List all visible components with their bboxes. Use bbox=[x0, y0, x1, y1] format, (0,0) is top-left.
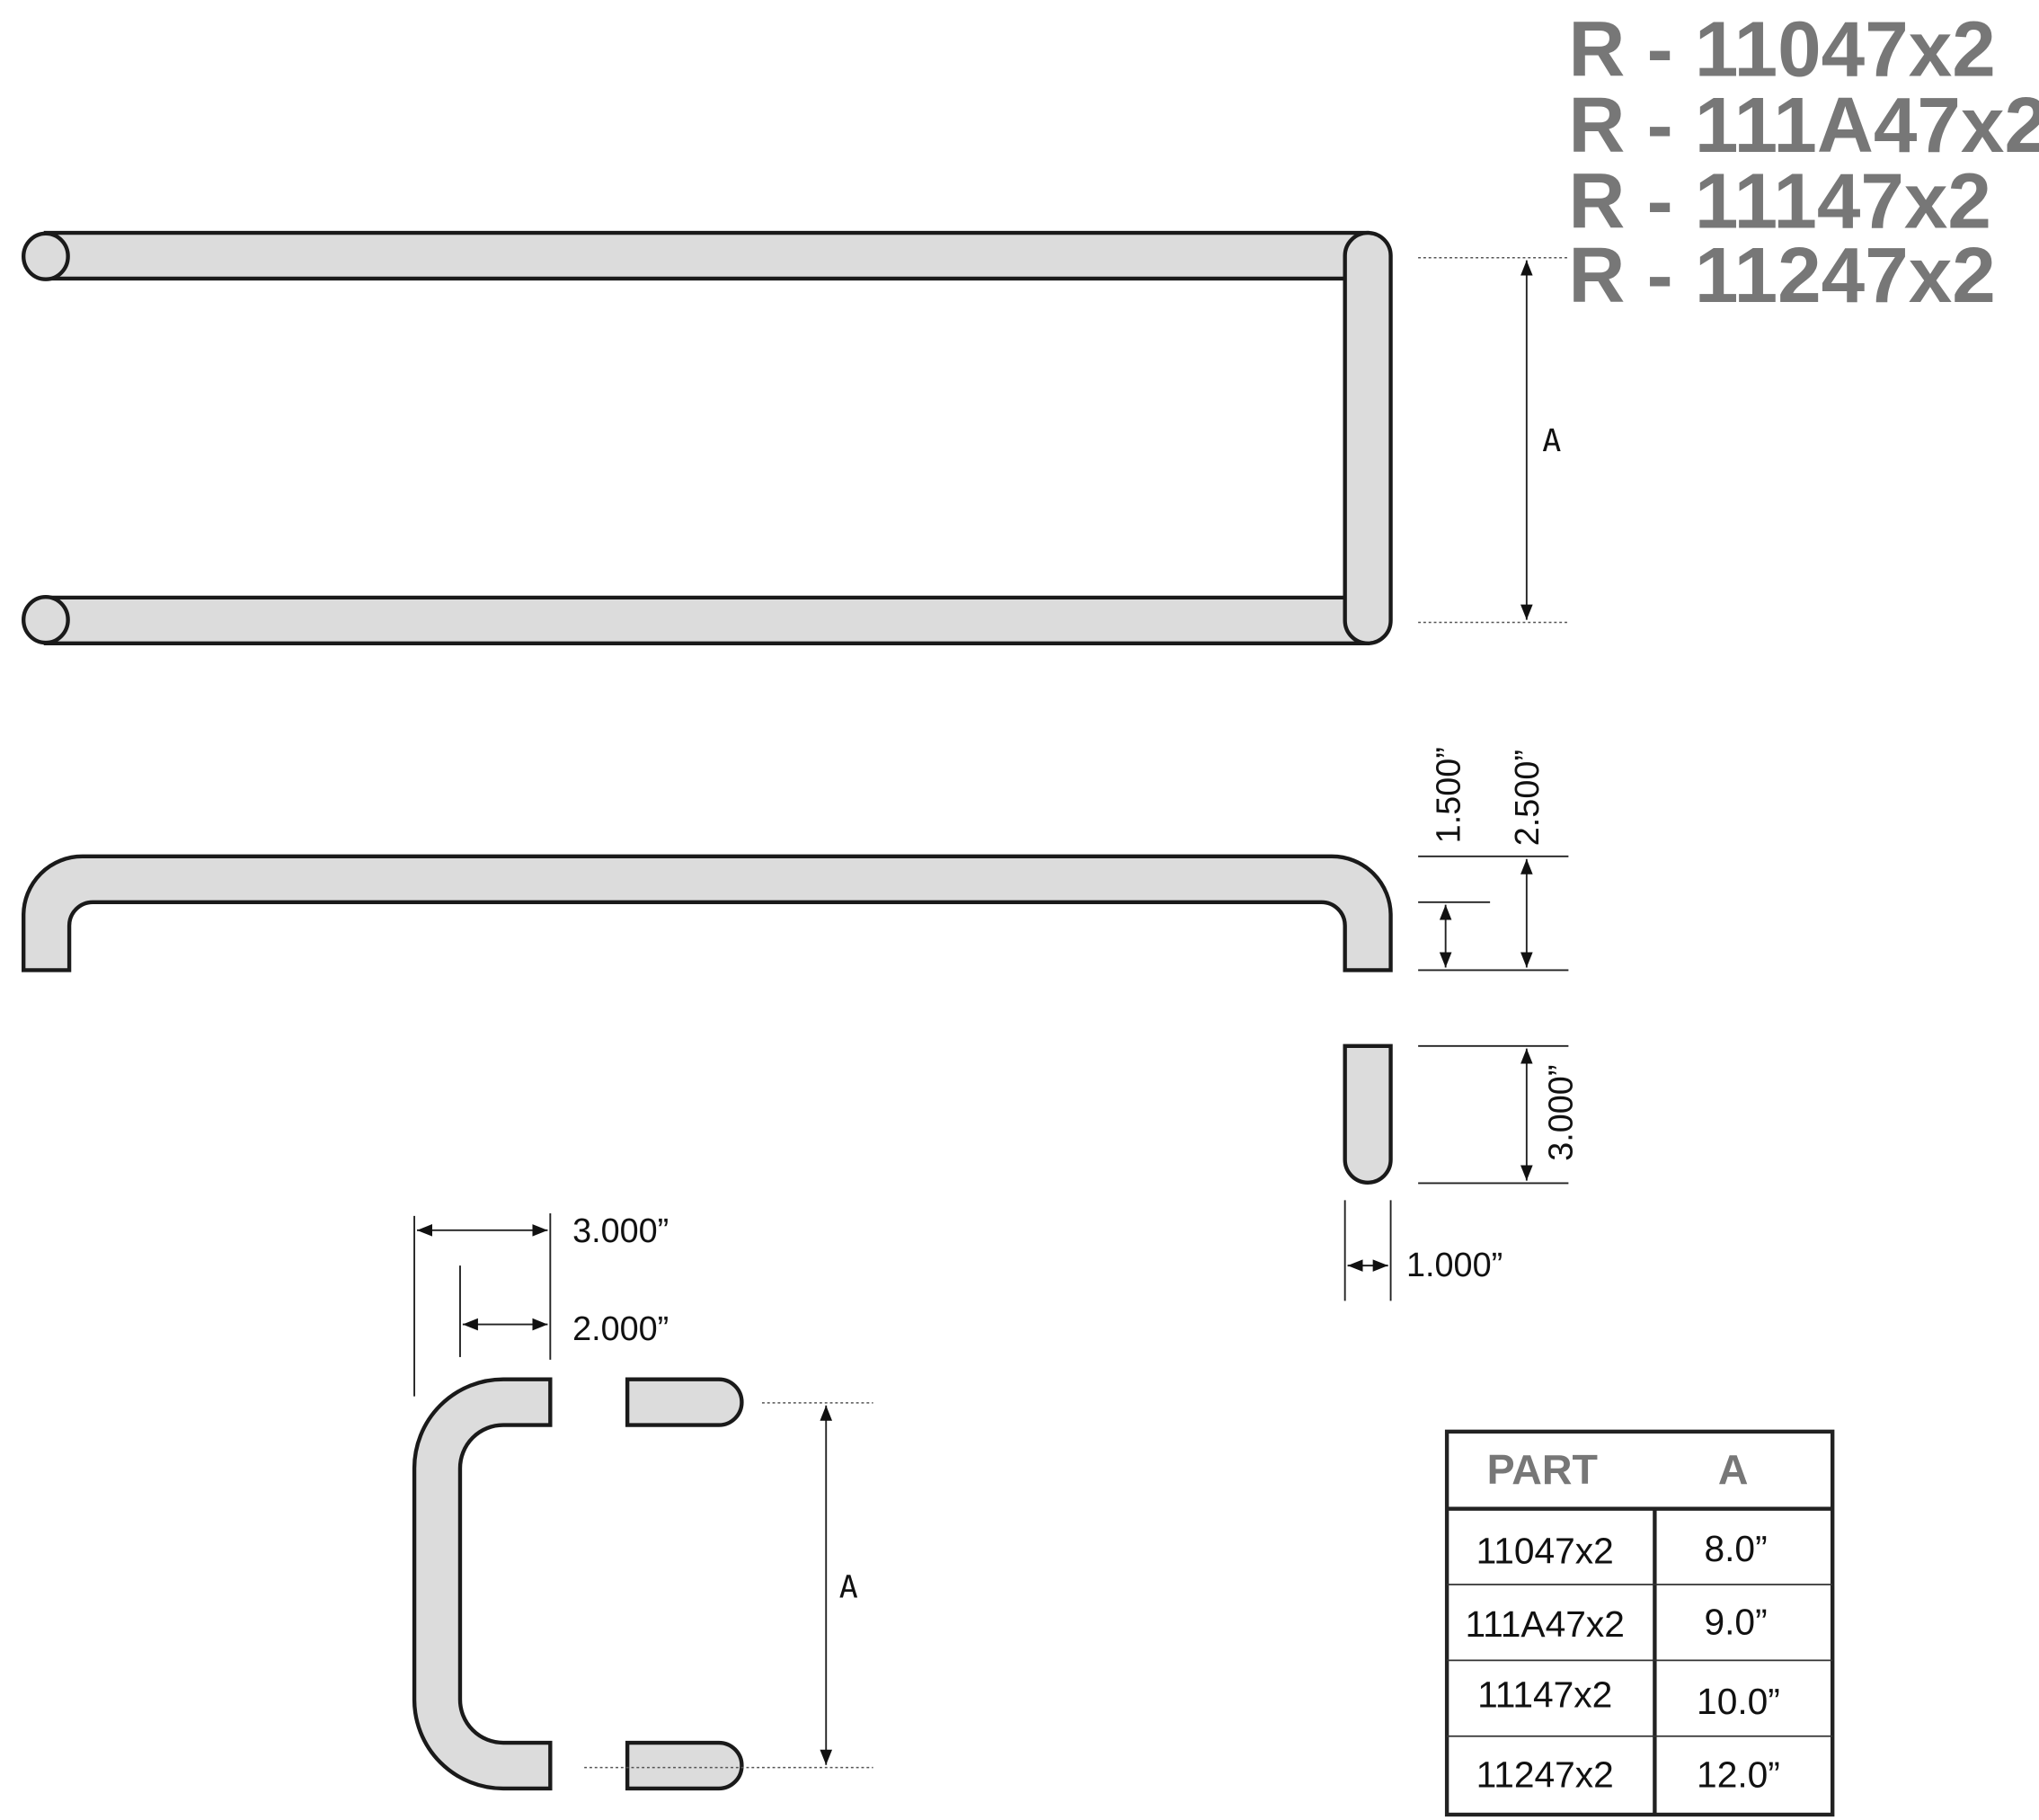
table-cell-part: 111A47x2 bbox=[1466, 1603, 1625, 1645]
dimension-1500: 1.500” bbox=[1431, 747, 1468, 843]
side-view: 1.500” 2.500” bbox=[21, 747, 1569, 972]
dimension-1000: 1.000” bbox=[1406, 1247, 1503, 1284]
table-cell-a: 12.0” bbox=[1697, 1753, 1780, 1795]
dimension-a-label: A bbox=[1542, 423, 1561, 459]
table-cell-a: 8.0” bbox=[1704, 1528, 1767, 1569]
title-line: R - 111A47x2 bbox=[1568, 82, 2039, 169]
table-cell-a: 9.0” bbox=[1704, 1601, 1767, 1642]
dimension-2000: 2.000” bbox=[572, 1310, 669, 1348]
top-view: A bbox=[21, 230, 1569, 645]
dimension-a-label: A bbox=[839, 1570, 858, 1606]
table-cell-part: 11047x2 bbox=[1476, 1531, 1614, 1572]
dimension-2500: 2.500” bbox=[1509, 750, 1547, 846]
table-cell-part: 11147x2 bbox=[1477, 1674, 1612, 1716]
table-cell-a: 10.0” bbox=[1697, 1681, 1780, 1722]
dimension-3000-horizontal: 3.000” bbox=[572, 1212, 669, 1250]
part-table: PART A 11047x2 8.0” 111A47x2 9.0” 11147x… bbox=[1444, 1429, 1835, 1817]
bottom-view: 3.000” 2.000” A bbox=[412, 1212, 873, 1791]
part-number-titles: R - 11047x2 R - 111A47x2 R - 11147x2 R -… bbox=[1568, 6, 2039, 320]
table-header-part: PART bbox=[1487, 1446, 1598, 1493]
title-line: R - 11147x2 bbox=[1568, 157, 1991, 244]
title-line: R - 11047x2 bbox=[1568, 6, 1995, 93]
end-view: 3.000” 1.000” bbox=[1343, 1043, 1581, 1301]
table-cell-part: 11247x2 bbox=[1476, 1753, 1614, 1795]
table-header-a: A bbox=[1718, 1446, 1749, 1493]
dimension-3000-vertical: 3.000” bbox=[1543, 1065, 1581, 1161]
title-line: R - 11247x2 bbox=[1568, 232, 1995, 319]
